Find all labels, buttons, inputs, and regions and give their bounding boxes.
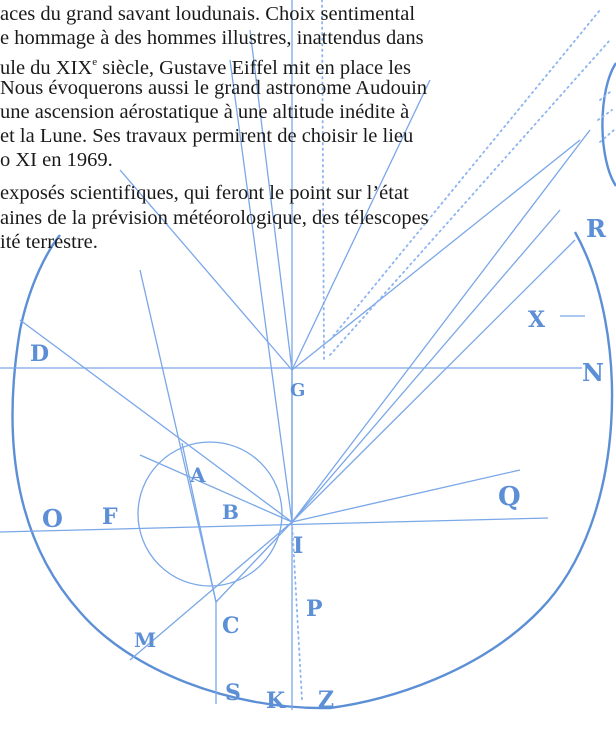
label-O: O — [42, 504, 63, 533]
dotted-ray-right — [329, 39, 611, 356]
dotted-vertical-top — [321, 0, 325, 361]
paragraph1-line7: o XI en 1969. — [0, 149, 113, 171]
ray-top-G-left — [249, 29, 293, 371]
paragraph1-line4: Nous évoquerons aussi le grand astronome… — [0, 77, 428, 99]
paragraph1-line1: aces du grand savant loudunais. Choix se… — [0, 3, 416, 25]
ray-top-I — [229, 59, 293, 523]
horizontal-line-OQ — [0, 517, 549, 533]
paragraph1-line3-b: siècle, Gustave Eiffel mit en place les — [97, 56, 411, 79]
label-A: A — [189, 463, 206, 487]
ray-A-I — [139, 454, 293, 523]
label-Q: Q — [498, 482, 521, 512]
label-M: M — [134, 628, 156, 652]
paragraph1-line5: une ascension aérostatique à une altitud… — [0, 101, 410, 123]
label-R: R — [586, 214, 607, 243]
paragraph1-line3: ule du XIXe siècle, Gustave Eiffel mit e… — [0, 51, 411, 80]
ray-I-Q — [291, 469, 521, 523]
paragraph1-line2: e hommage à des hommes illustres, inatte… — [0, 27, 424, 49]
label-Z: Z — [318, 687, 334, 713]
ray-G-right-far — [291, 139, 581, 371]
ray-G-right-top — [291, 79, 431, 371]
ray-I-right-top — [291, 239, 576, 523]
paragraph1-line3-a: ule du XIX — [0, 56, 93, 79]
label-F: F — [102, 504, 118, 530]
label-D: D — [30, 341, 49, 367]
label-K: K — [266, 688, 286, 714]
label-G: G — [290, 380, 305, 401]
superscript-e: e — [92, 56, 98, 68]
label-S: S — [225, 680, 241, 706]
ray-I-right-far — [291, 209, 561, 523]
ray-I-R — [291, 129, 591, 523]
label-N: N — [582, 358, 604, 387]
ray-C-up-left — [139, 269, 217, 603]
dotted-line-IP — [291, 521, 303, 701]
ray-top-left-G — [119, 169, 293, 371]
partial-circle-hatching — [597, 91, 615, 143]
ray-M-I — [129, 521, 293, 661]
paragraph2-line3: ité terrestre. — [0, 231, 98, 253]
partial-circle-top-right — [601, 62, 616, 187]
label-P: P — [306, 596, 323, 622]
ray-C-I — [215, 521, 293, 603]
ray-left-I — [19, 319, 293, 523]
label-I: I — [293, 533, 303, 559]
label-C: C — [222, 613, 240, 639]
paragraph1-line6: et la Lune. Ses travaux permirent de cho… — [0, 125, 414, 147]
label-X: X — [528, 307, 546, 333]
label-B: B — [222, 500, 239, 524]
main-ellipse — [11, 231, 614, 710]
paragraph2-line1: exposés scientifiques, qui feront le poi… — [0, 182, 409, 204]
paragraph2-line2: aines de la prévision météorologique, de… — [0, 207, 429, 229]
dotted-ray-right2 — [329, 9, 601, 341]
